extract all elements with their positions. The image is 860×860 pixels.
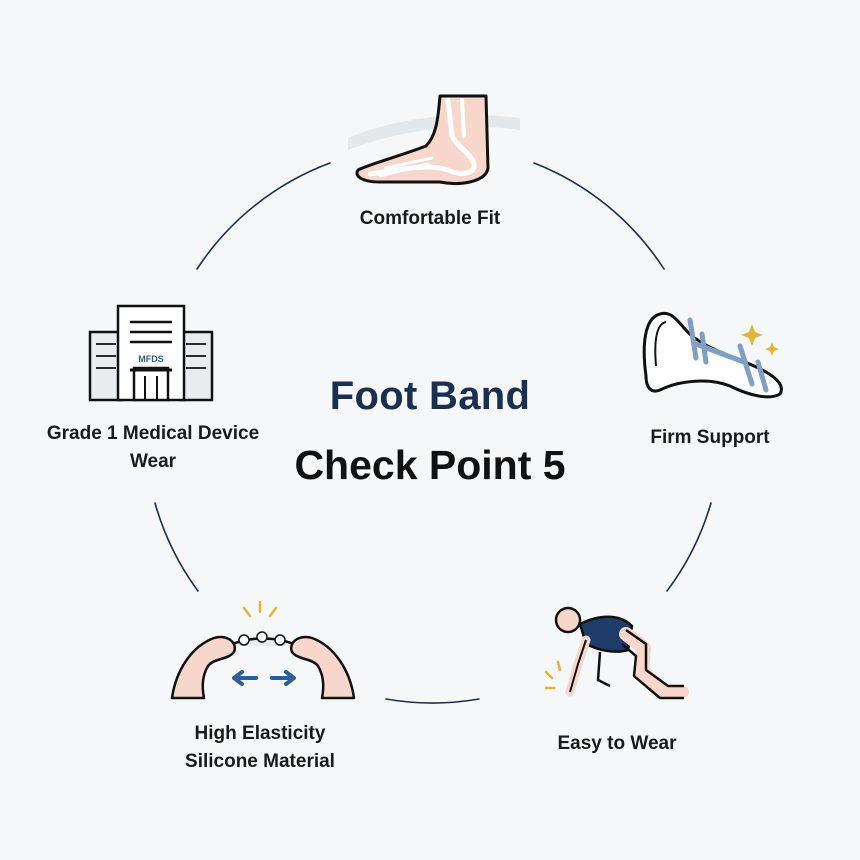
center-title: Foot Band Check Point 5 (280, 352, 580, 504)
ring-arc-left (154, 502, 199, 592)
label-medical-device-line2: Wear (129, 451, 177, 472)
title-check-point: Check Point 5 (294, 442, 566, 488)
ring-arc-top-left (196, 162, 331, 270)
label-high-elasticity: High Elasticity Silicone Material (150, 720, 370, 776)
label-high-elasticity-line1: High Elasticity (194, 723, 326, 744)
label-easy-to-wear: Easy to Wear (557, 733, 677, 754)
kneeling-person-icon (544, 606, 689, 700)
title-foot-band: Foot Band (329, 374, 531, 418)
building-sign: MFDS (138, 354, 164, 364)
mfds-building-icon: MFDS (88, 304, 214, 402)
label-medical-device-line1: Grade 1 Medical Device (46, 423, 260, 444)
label-comfortable-fit: Comfortable Fit (359, 208, 501, 229)
label-firm-support: Firm Support (650, 427, 770, 448)
ring-arc-bottom (385, 698, 480, 704)
insole-arch-icon (642, 311, 783, 399)
stretching-hands-icon (170, 600, 356, 700)
ring-arc-right (666, 502, 712, 592)
foot-bones-icon (348, 94, 520, 185)
label-high-elasticity-line2: Silicone Material (185, 751, 335, 772)
label-medical-device: Grade 1 Medical Device Wear (18, 420, 288, 476)
ring-arc-top-right (533, 162, 665, 270)
